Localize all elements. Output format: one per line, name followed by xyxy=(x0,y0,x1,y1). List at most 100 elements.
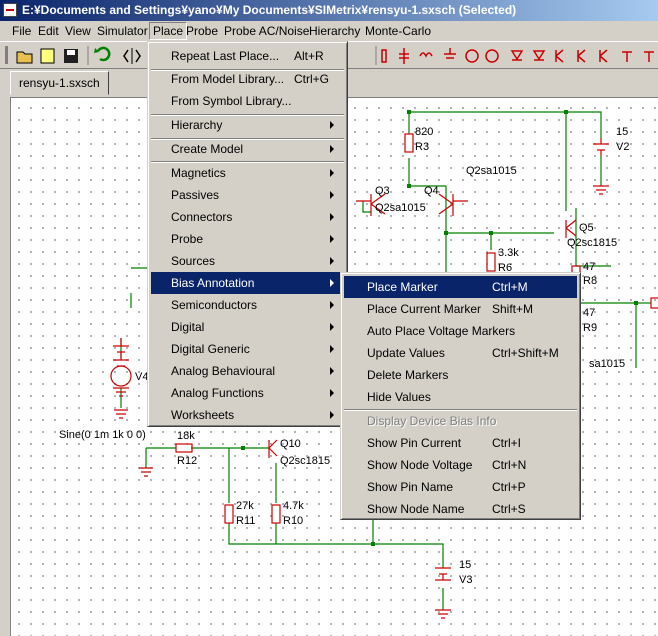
resistor-r10 xyxy=(271,504,281,524)
label-v2-ref: V2 xyxy=(616,141,629,153)
menu-view[interactable]: View xyxy=(65,24,91,38)
menu-file[interactable]: File xyxy=(12,24,32,38)
submenu-arrow-icon xyxy=(330,279,334,287)
label-v2-val: 15 xyxy=(616,126,628,138)
undo-icon[interactable] xyxy=(94,46,111,62)
label-r9-val: 47 xyxy=(583,307,595,319)
label-v3-val: 15 xyxy=(459,559,471,571)
menu-probe-ac-noise[interactable]: Probe AC/Noise xyxy=(224,24,310,38)
menu-item-auto-place-voltage-markers[interactable]: Auto Place Voltage Markers xyxy=(367,324,516,338)
menu-item-analog-functions[interactable]: Analog Functions xyxy=(151,382,344,404)
menu-item-display-device-bias-info: Display Device Bias Info xyxy=(367,414,497,428)
menu-item-passives[interactable]: Passives xyxy=(151,184,344,206)
menu-item-connectors[interactable]: Connectors xyxy=(151,206,344,228)
menu-place[interactable]: Place xyxy=(149,22,188,40)
label-r9-ref: R9 xyxy=(583,322,597,334)
schematic-labels: 820 R3 15 V2 Q2sa1015 Q3 Q4 Q2sa1015 Q5 … xyxy=(59,126,629,586)
label-q2-model: Q2sa1015 xyxy=(466,165,517,177)
submenu-arrow-icon xyxy=(330,367,334,375)
menu-item-hierarchy[interactable]: Hierarchy xyxy=(151,114,344,136)
transistor-q4 xyxy=(438,193,468,216)
submenu-arrow-icon xyxy=(330,213,334,221)
tab-rensyu[interactable]: rensyu-1.sxsch xyxy=(10,71,109,95)
menu-item-from-symbol-library[interactable]: From Symbol Library... xyxy=(171,94,292,108)
menu-simulator[interactable]: Simulator xyxy=(97,24,148,38)
menu-separator xyxy=(151,69,344,71)
label-sine: Sine(0 1m 1k 0 0) xyxy=(59,429,146,441)
transistor-q10 xyxy=(268,439,278,458)
label-q3-ref: Q3 xyxy=(375,185,390,197)
flip-icon[interactable] xyxy=(123,48,141,64)
open-folder-icon[interactable] xyxy=(16,51,33,64)
label-r6-ref: R6 xyxy=(498,262,512,274)
new-icon[interactable] xyxy=(5,46,8,64)
menu-item-bias-annotation[interactable]: Bias Annotation xyxy=(151,272,344,294)
menu-item-probe[interactable]: Probe xyxy=(151,228,344,250)
submenu-arrow-icon xyxy=(330,121,334,129)
menu-item-delete-markers[interactable]: Delete Markers xyxy=(367,368,449,382)
ground-v2 xyxy=(593,185,609,195)
menu-separator xyxy=(344,409,577,411)
menu-item-digital[interactable]: Digital xyxy=(151,316,344,338)
submenu-arrow-icon xyxy=(330,145,334,153)
label-q10-model: Q2sc1815 xyxy=(280,455,330,467)
label-q5-ref: Q5 xyxy=(579,222,594,234)
menu-probe[interactable]: Probe xyxy=(186,24,219,38)
save-icon[interactable] xyxy=(64,49,78,63)
menu-monte-carlo[interactable]: Monte-Carlo xyxy=(365,24,432,38)
label-r6-val: 3.3k xyxy=(498,247,519,259)
toolbar-icons xyxy=(5,46,654,65)
label-r10-val: 4.7k xyxy=(283,500,304,512)
battery-v3 xyxy=(435,567,451,581)
menu-item-worksheets[interactable]: Worksheets xyxy=(151,404,344,426)
label-r12-val: 18k xyxy=(177,430,195,442)
menu-item-analog-behavioural[interactable]: Analog Behavioural xyxy=(151,360,344,382)
ground-sine xyxy=(139,467,153,477)
submenu-arrow-icon xyxy=(330,169,334,177)
label-v4-ref: V4 xyxy=(135,371,148,383)
place-menu: Repeat Last Place...Alt+R From Model Lib… xyxy=(147,41,348,427)
component-icons[interactable] xyxy=(381,48,654,64)
menu-item-semiconductors[interactable]: Semiconductors xyxy=(151,294,344,316)
battery-v2 xyxy=(593,138,609,156)
submenu-arrow-icon xyxy=(330,389,334,397)
menu-item-repeat-last-place[interactable]: Repeat Last Place...Alt+R xyxy=(171,49,324,63)
label-q4-ref: Q4 xyxy=(424,185,439,197)
menu-separator xyxy=(151,138,344,140)
menu-item-from-model-library[interactable]: From Model Library...Ctrl+G xyxy=(171,72,330,86)
menu-separator xyxy=(151,114,344,116)
label-r11-ref: R11 xyxy=(236,515,255,527)
menu-hierarchy[interactable]: Hierarchy xyxy=(309,24,361,38)
label-q5-model: Q2sc1815 xyxy=(567,237,617,249)
submenu-arrow-icon xyxy=(330,323,334,331)
menu-edit[interactable]: Edit xyxy=(38,24,59,38)
label-q10-ref: Q10 xyxy=(280,438,301,450)
submenu-arrow-icon xyxy=(330,411,334,419)
menu-item-magnetics[interactable]: Magnetics xyxy=(151,162,344,184)
output-port xyxy=(650,297,658,309)
menu-item-sources[interactable]: Sources xyxy=(151,250,344,272)
app-icon xyxy=(3,3,17,17)
label-q34-model: Q2sa1015 xyxy=(375,202,426,214)
junction-dots xyxy=(241,110,638,546)
menu-item-create-model[interactable]: Create Model xyxy=(151,138,344,160)
menu-item-digital-generic[interactable]: Digital Generic xyxy=(151,338,344,360)
schematic-drawing: 820 R3 15 V2 Q2sa1015 Q3 Q4 Q2sa1015 Q5 … xyxy=(59,110,658,619)
window-title-bar[interactable]: E:¥Documents and Settings¥yano¥My Docume… xyxy=(0,0,658,21)
label-r8-val: 47 xyxy=(583,261,595,273)
resistor-r3 xyxy=(404,133,414,153)
menu-item-hide-values[interactable]: Hide Values xyxy=(367,390,431,404)
window-title: E:¥Documents and Settings¥yano¥My Docume… xyxy=(22,3,517,17)
label-r8-ref: R8 xyxy=(583,275,597,287)
menu-bar: File Edit View Simulator Place Probe Pro… xyxy=(0,21,658,41)
new-sheet-icon[interactable] xyxy=(40,48,55,64)
submenu-arrow-icon xyxy=(330,345,334,353)
